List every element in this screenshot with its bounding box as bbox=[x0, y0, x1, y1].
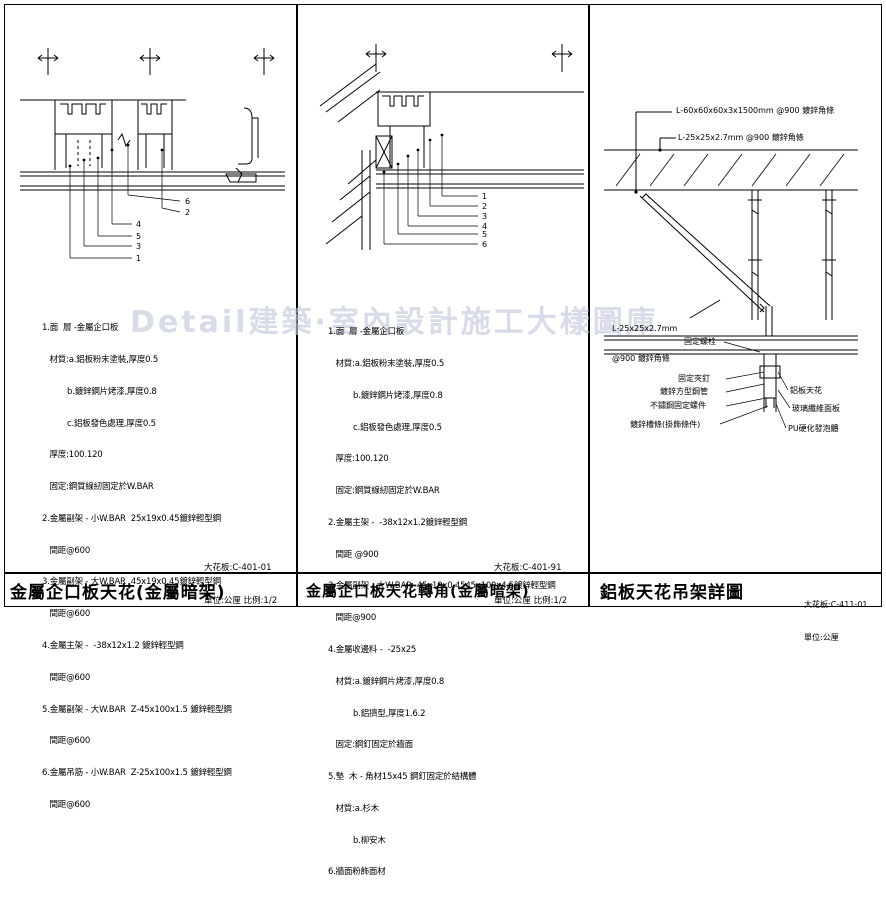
p2-note-line: b.柳安木 bbox=[328, 835, 386, 846]
p2-note-line: 1.面 層 -金屬企口板 bbox=[328, 327, 405, 338]
p2-note-line: 材質:a.鋁板粉末塗裝,厚度0.5 bbox=[328, 358, 445, 369]
p2-note-line: 厚度:100.120 bbox=[328, 454, 389, 465]
p3-label-pu: PU硬化發泡體 bbox=[788, 424, 839, 433]
p2-note-line: 間距 @900 bbox=[328, 549, 379, 560]
panel-divider-2 bbox=[588, 4, 590, 607]
p3-label-clip: 固定夾釘 bbox=[678, 374, 710, 383]
p3-label-fastener: 不鏽鋼固定螺件 bbox=[650, 401, 706, 410]
p1-note-line: 間距@600 bbox=[42, 799, 91, 810]
p2-title: 金屬企口板天花轉角(金屬暗架) bbox=[306, 582, 530, 600]
p2-ref: 大花板:C-401-91 單位:公厘 比例:1/2 bbox=[494, 541, 567, 629]
p3-label-channel: 鍍鋅槽條(掛飾條件) bbox=[630, 420, 701, 429]
p1-ref-unit: 單位:公厘 比例:1/2 bbox=[204, 596, 278, 606]
p2-callout-1: 1 bbox=[482, 192, 487, 201]
p2-note-line: 4.金屬收邊料 - -25x25 bbox=[328, 645, 417, 655]
p1-note-line: 材質:a.鋁板粉末塗裝,厚度0.5 bbox=[42, 354, 159, 365]
p2-ref-code: 大花板:C-401-91 bbox=[494, 563, 562, 573]
p1-callout-1: 1 bbox=[136, 254, 141, 263]
p1-note-line: 2.金屬副架 - 小W.BAR 25x19x0.45鍍鋅輕型鋼 bbox=[42, 513, 221, 524]
panel-divider-1 bbox=[296, 4, 298, 607]
p3-label-screw: 固定螺栓 bbox=[684, 337, 716, 346]
p2-note-line: 材質:a.鍍鋅鋼片烤漆,厚度0.8 bbox=[328, 676, 445, 687]
panel1-drawing: 6 2 4 5 3 1 bbox=[20, 44, 858, 429]
p1-callout-4: 4 bbox=[136, 220, 141, 229]
title-strip-divider bbox=[4, 572, 882, 574]
p2-note-line: b.鍍鋅鋼片烤漆,厚度0.8 bbox=[328, 390, 443, 401]
p2-note-line: b.鋁擠型,厚度1.6.2 bbox=[328, 708, 426, 719]
p1-callout-5: 5 bbox=[136, 232, 141, 241]
p2-ref-unit: 單位:公厘 比例:1/2 bbox=[494, 596, 568, 606]
drawing-sheet: 6 2 4 5 3 1 bbox=[4, 4, 882, 877]
p1-note-line: 固定:鋼質線紉固定於W.BAR bbox=[42, 482, 154, 493]
p1-note-line: 5.金屬副架 - 大W.BAR Z-45x100x1.5 鍍鋅輕型鋼 bbox=[42, 704, 232, 715]
p2-callout-4: 4 bbox=[482, 222, 487, 231]
p1-ref: 大花板:C-401-01 單位:公厘 比例:1/2 bbox=[204, 541, 277, 629]
p1-note-line: 間距@600 bbox=[42, 545, 91, 556]
p1-note-line: 厚度:100.120 bbox=[42, 450, 103, 461]
p1-note-line: 3.金屬副架 - 大W.BAR 45x19x0.45鍍鋅輕型鋼 bbox=[42, 577, 221, 588]
p1-note-line: 1.面 層 -金屬企口板 bbox=[42, 323, 119, 334]
p3-brace-line1: L-25x25x2.7mm bbox=[612, 324, 678, 333]
p1-note-line: 6.金屬吊筋 - 小W.BAR Z-25x100x1.5 鍍鋅輕型鋼 bbox=[42, 768, 232, 779]
p2-note-line: 固定:鋼質線紉固定於W.BAR bbox=[328, 486, 440, 497]
p2-note-line: c.鋁板發色處理,厚度0.5 bbox=[328, 422, 442, 433]
p2-callout-6: 6 bbox=[482, 240, 487, 249]
p1-callout-2: 2 bbox=[185, 208, 190, 217]
p1-note-line: b.鍍鋅鋼片烤漆,厚度0.8 bbox=[42, 386, 157, 397]
p2-note-line: 6.牆面粉飾面材 bbox=[328, 867, 386, 878]
p3-label-top2: L-25x25x2.7mm @900 鍍鋅角條 bbox=[678, 133, 804, 142]
p3-title: 鋁板天花吊架詳圖 bbox=[600, 583, 744, 603]
p2-note-line: 3.金屬副架 - 大W.BAR 45x19x0.4545x100x4.5鍍鋅輕型… bbox=[328, 581, 556, 592]
p2-callout-2: 2 bbox=[482, 202, 487, 211]
p2-note-line: 2.金屬主架 - -38x12x1.2鍍鋅輕型鋼 bbox=[328, 517, 468, 528]
p3-brace-line2: @900 鍍鋅角條 bbox=[612, 354, 670, 363]
p1-note-line: 間距@600 bbox=[42, 736, 91, 747]
sheet-frame bbox=[4, 4, 882, 607]
p1-ref-code: 大花板:C-401-01 bbox=[204, 563, 272, 573]
p2-note-line: 材質:a.杉木 bbox=[328, 803, 380, 814]
p1-callout-3: 3 bbox=[136, 242, 141, 251]
p1-note-line: 間距@600 bbox=[42, 672, 91, 683]
p3-label-alum-panel: 鋁板天花 bbox=[790, 386, 822, 395]
p2-callout-5: 5 bbox=[482, 230, 487, 239]
p3-ref: 大花板:C-411-01 單位:公厘 bbox=[804, 577, 868, 665]
p1-note-line: c.鋁板發色處理,厚度0.5 bbox=[42, 418, 156, 429]
p3-label-tube: 鍍鋅方型鋼管 bbox=[660, 387, 708, 396]
p1-title: 金屬企口板天花(金屬暗架) bbox=[10, 583, 226, 603]
p3-ref-code: 大花板:C-411-01 bbox=[804, 600, 868, 609]
watermark: Detail建築·室內設計施工大樣圖庫 bbox=[130, 305, 659, 340]
p3-label-fiber: 玻璃纖維面板 bbox=[792, 404, 840, 413]
p3-label-top1: L-60x60x60x3x1500mm @900 鍍鋅角條 bbox=[676, 106, 835, 115]
p3-label-brace: L-25x25x2.7mm @900 鍍鋅角條 bbox=[612, 304, 677, 384]
p2-callout-3: 3 bbox=[482, 212, 487, 221]
p3-ref-unit: 單位:公厘 bbox=[804, 633, 839, 642]
p1-callout-6: 6 bbox=[185, 197, 190, 206]
p2-note-line: 固定:鋼釘固定於牆面 bbox=[328, 740, 414, 751]
p2-note-line: 5.墊 木 - 角材15x45 鋼釘固定於結構體 bbox=[328, 772, 477, 783]
p1-note-line: 4.金屬主架 - -38x12x1.2 鍍鋅輕型鋼 bbox=[42, 641, 184, 651]
